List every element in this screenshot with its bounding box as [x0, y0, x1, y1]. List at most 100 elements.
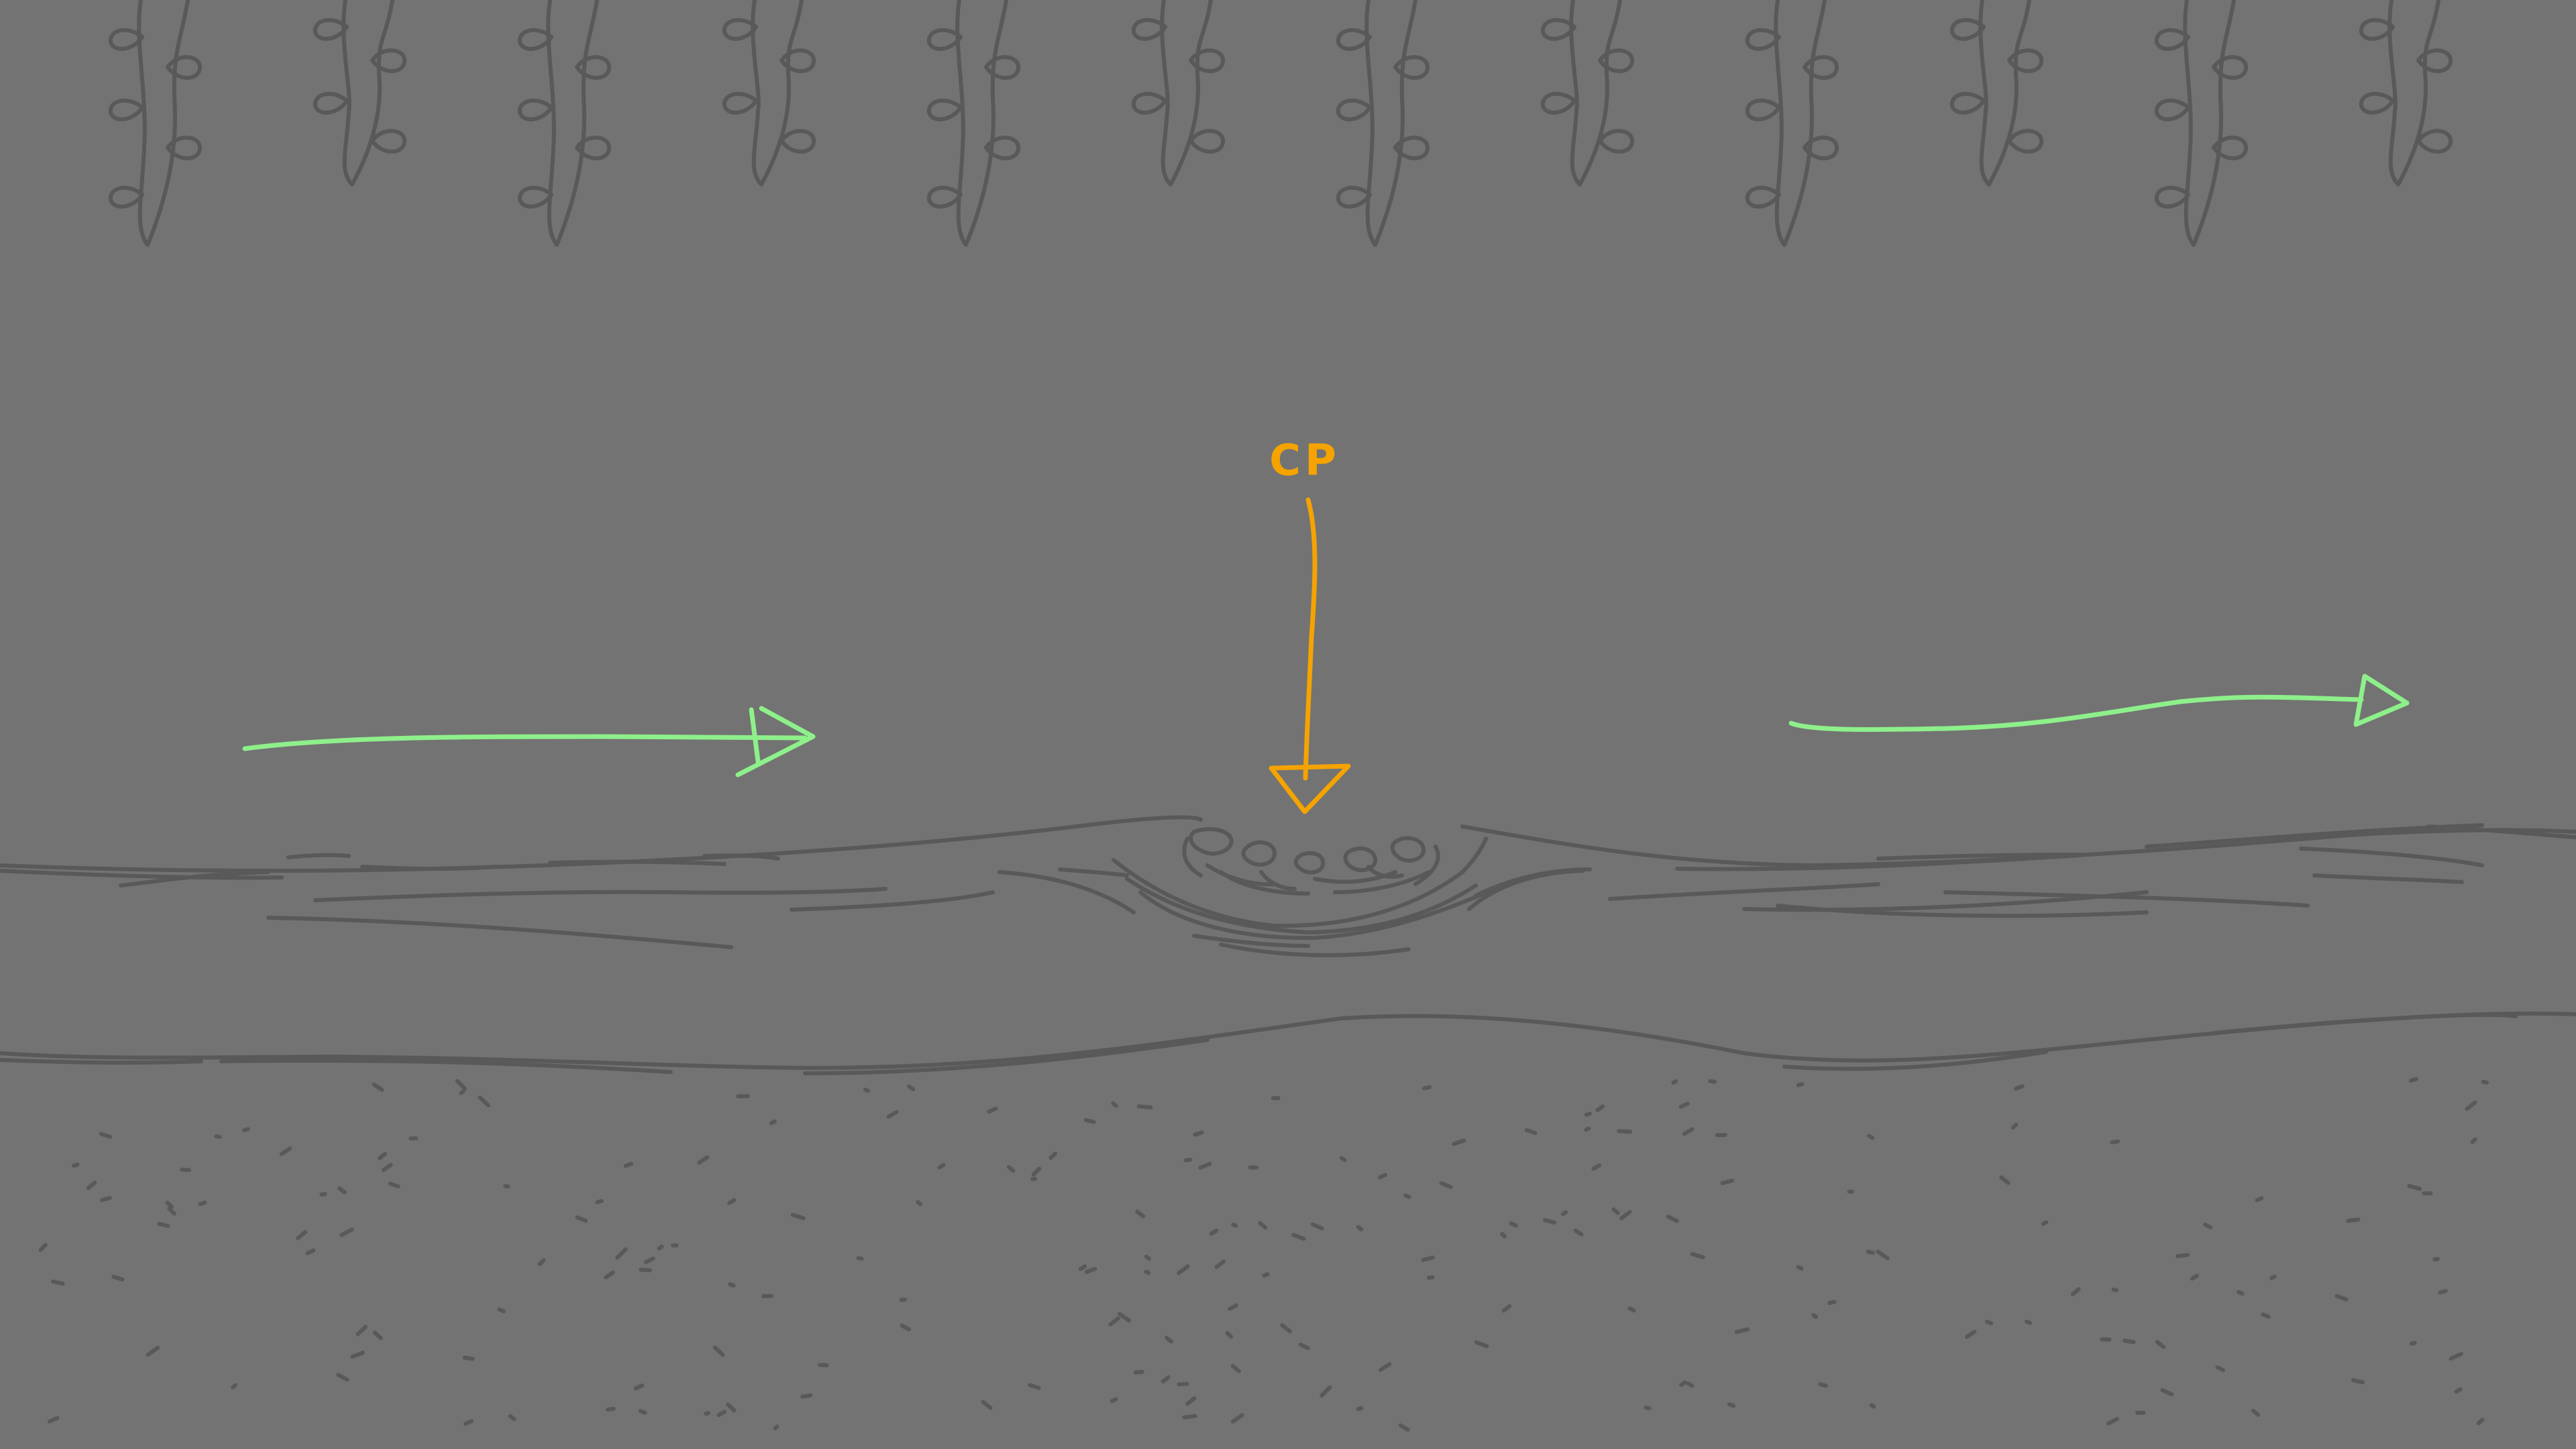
speckle — [341, 1230, 352, 1235]
speckle — [1113, 1104, 1116, 1106]
speckle — [1228, 1333, 1232, 1337]
speckle — [2257, 1198, 2262, 1200]
speckle — [374, 1085, 382, 1090]
speckle — [2163, 1390, 2172, 1394]
speckle — [1110, 1318, 1118, 1324]
speckle — [715, 1348, 723, 1355]
speckle — [939, 1165, 943, 1168]
speckle — [2271, 1277, 2274, 1279]
speckle — [2027, 1322, 2030, 1323]
seaweed-icon — [1338, 0, 1428, 245]
speckle — [2016, 1086, 2023, 1089]
seaweed-icon — [724, 0, 814, 184]
cp-label: CP — [1269, 436, 1340, 486]
speckle — [1587, 1128, 1589, 1130]
speckle — [2114, 1289, 2116, 1290]
speckle — [1009, 1167, 1014, 1171]
speckle — [480, 1097, 489, 1106]
speckle — [1799, 1267, 1802, 1269]
seaweed-icon — [1952, 0, 2041, 184]
speckle — [1342, 1158, 1345, 1160]
speckle — [771, 1122, 775, 1124]
speckle — [1233, 1366, 1239, 1371]
seaweed-icon — [1134, 0, 1223, 184]
speckle — [1813, 1315, 1816, 1317]
speckle — [1051, 1154, 1055, 1159]
speckle — [1597, 1106, 1603, 1110]
speckle — [465, 1358, 473, 1359]
speckle — [1868, 1252, 1873, 1253]
speckle — [352, 1352, 362, 1356]
speckle — [1646, 1407, 1650, 1408]
speckle — [1674, 1081, 1676, 1083]
speckle — [1179, 1384, 1187, 1385]
speckle — [2253, 1411, 2258, 1415]
speckle — [909, 1087, 913, 1089]
speckle — [2125, 1341, 2133, 1342]
speckle — [2457, 1389, 2461, 1392]
speckle — [1136, 1372, 1142, 1373]
speckle — [1593, 1165, 1599, 1169]
speckle — [113, 1277, 122, 1279]
speckle — [729, 1200, 734, 1203]
speckle — [338, 1375, 347, 1380]
speckle — [182, 1170, 189, 1171]
speckle — [983, 1402, 990, 1408]
pressure-arrow — [1271, 500, 1348, 812]
speckle — [1380, 1175, 1385, 1177]
speckle — [2192, 1276, 2197, 1279]
speckle — [1381, 1364, 1389, 1371]
speckle — [1120, 1314, 1129, 1321]
speckle — [889, 1112, 897, 1117]
speckle — [2348, 1220, 2358, 1221]
speckle — [1429, 1277, 1433, 1278]
speckle — [321, 1194, 325, 1195]
speckle — [101, 1134, 110, 1136]
speckle — [1729, 1404, 1733, 1406]
speckle — [730, 1284, 734, 1285]
speckle — [1233, 1415, 1242, 1422]
seaweed-icon — [2361, 0, 2451, 184]
speckle — [2239, 1292, 2243, 1293]
speckle — [216, 1136, 219, 1137]
speckle — [1613, 1210, 1617, 1213]
speckle — [499, 1309, 504, 1311]
speckle — [1820, 1385, 1826, 1386]
speckle — [1799, 1084, 1803, 1085]
sediment-speckles — [41, 1079, 2487, 1430]
speckle — [641, 1411, 645, 1413]
speckle — [1034, 1169, 1040, 1175]
speckle — [865, 1089, 869, 1091]
speckle — [1179, 1267, 1187, 1273]
speckle — [1668, 1217, 1677, 1221]
speckle — [2440, 1291, 2445, 1293]
speckle — [1576, 1230, 1582, 1234]
speckle — [298, 1232, 305, 1238]
speckle — [89, 1183, 95, 1188]
speckle — [918, 1202, 920, 1204]
speckle — [1146, 1256, 1149, 1258]
speckle — [1681, 1104, 1688, 1107]
speckle — [41, 1245, 46, 1250]
speckle — [339, 1189, 345, 1193]
speckle — [2409, 1186, 2420, 1189]
speckle — [1264, 1274, 1267, 1275]
speckle — [636, 1385, 643, 1388]
speckle — [2178, 1255, 2188, 1256]
speckle — [1260, 1223, 1265, 1228]
speckle — [1185, 1160, 1190, 1161]
speckle — [1477, 1342, 1487, 1346]
speckle — [102, 1198, 110, 1200]
speckle — [148, 1348, 158, 1354]
speckle — [168, 1203, 172, 1207]
speckle — [626, 1164, 632, 1167]
speckle — [169, 1209, 174, 1214]
speckle — [1527, 1130, 1536, 1133]
speckle — [53, 1281, 63, 1283]
speckle — [1504, 1306, 1510, 1311]
speckle — [1212, 1230, 1217, 1234]
speckle — [74, 1165, 78, 1166]
speckle — [577, 1218, 586, 1221]
speckle — [775, 1426, 777, 1428]
speckle — [2353, 1380, 2363, 1382]
